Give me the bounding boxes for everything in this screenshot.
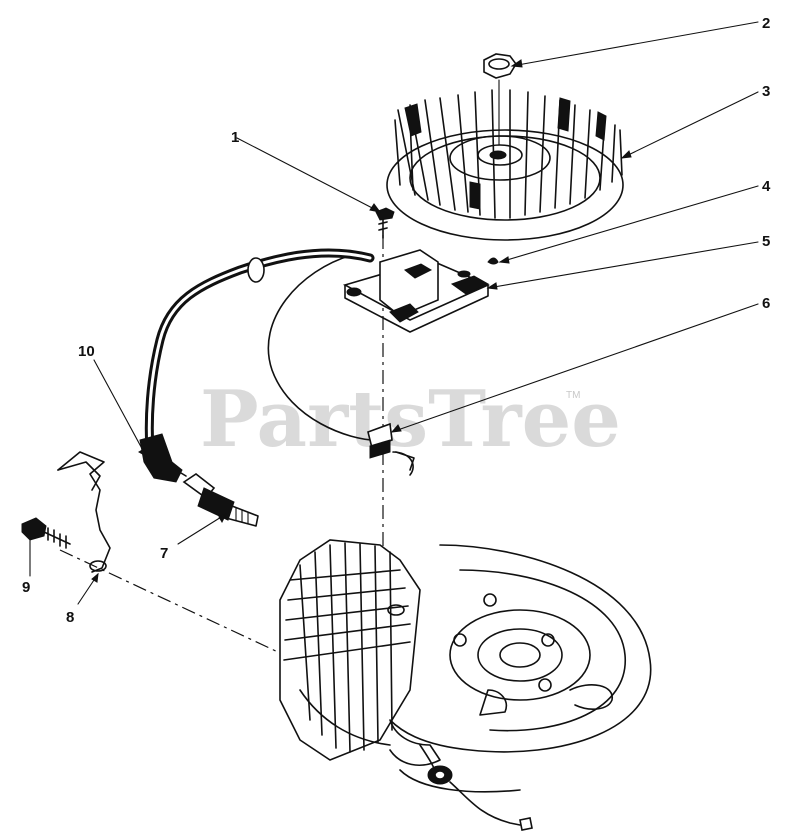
wire-bracket-part [57, 451, 111, 573]
callout-3: 3 [762, 83, 770, 100]
screw-part [375, 207, 395, 239]
ground-clip-part [367, 422, 415, 471]
engine-block [279, 539, 652, 793]
callout-labels: 1 2 3 4 5 6 7 8 9 10 [22, 15, 771, 626]
bolt-part [21, 517, 71, 549]
callout-4: 4 [762, 178, 771, 195]
callout-5: 5 [762, 233, 770, 250]
callout-2: 2 [762, 15, 770, 32]
spark-plug-wire-part [139, 248, 375, 483]
watermark: PartsTree TM [200, 374, 621, 465]
spark-plug-part [182, 473, 259, 527]
callout-1: 1 [231, 129, 239, 146]
callout-9: 9 [22, 579, 30, 596]
bracket-screw-centerline [59, 549, 296, 661]
callout-6: 6 [762, 295, 770, 312]
lower-lead-wire [419, 744, 533, 831]
callout-7: 7 [160, 545, 168, 562]
callout-8: 8 [66, 609, 74, 626]
flywheel-nut-part [483, 53, 517, 146]
flywheel-part [386, 89, 624, 241]
flywheel-key-part [487, 257, 499, 265]
callout-10: 10 [78, 343, 95, 360]
ignition-module-part [342, 249, 490, 333]
ground-wire [267, 254, 376, 441]
watermark-trademark: TM [566, 390, 580, 401]
leader-lines [29, 21, 759, 605]
watermark-text: PartsTree [200, 374, 621, 465]
